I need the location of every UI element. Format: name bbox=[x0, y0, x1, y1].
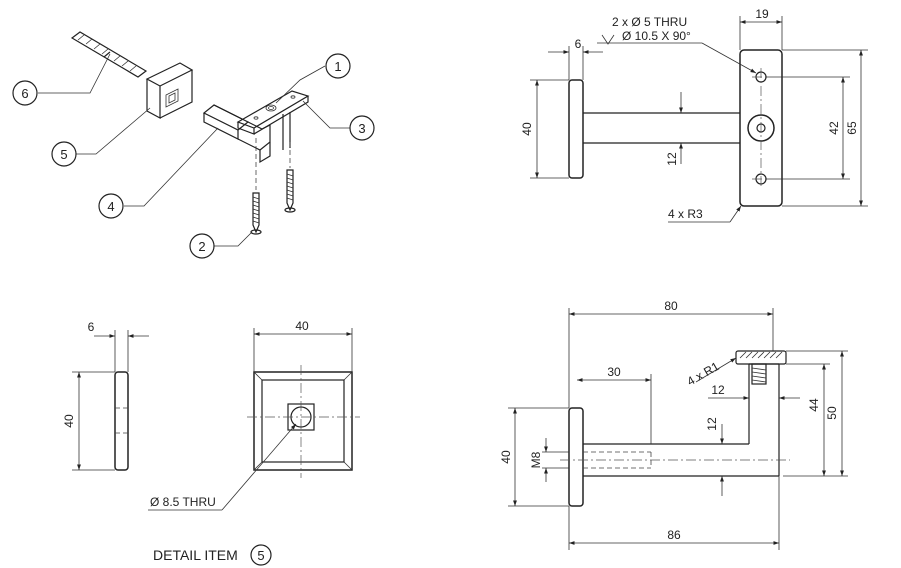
hole-note-line1: 2 x Ø 5 THRU bbox=[612, 15, 687, 29]
dim-40-side: 40 bbox=[499, 450, 513, 464]
radius-note-r3: 4 x R3 bbox=[668, 207, 703, 221]
balloon-1: 1 bbox=[325, 53, 351, 79]
dim-m8: M8 bbox=[529, 451, 543, 468]
bracket-arm-part bbox=[202, 104, 271, 164]
balloon-2: 2 bbox=[189, 233, 215, 259]
dim-19: 19 bbox=[755, 7, 769, 21]
dim-6-top: 6 bbox=[575, 37, 582, 51]
balloon-2-label: 2 bbox=[198, 239, 205, 254]
balloon-5-label: 5 bbox=[60, 147, 67, 162]
square-plate-part bbox=[145, 62, 194, 120]
dim-12-vertical: 12 bbox=[705, 417, 719, 431]
detail-hole-note: Ø 8.5 THRU bbox=[150, 495, 216, 509]
dim-80: 80 bbox=[664, 299, 678, 313]
balloon-4-label: 4 bbox=[107, 199, 114, 214]
detail-title-text: DETAIL ITEM bbox=[153, 547, 238, 563]
top-view-plate bbox=[739, 49, 783, 207]
wood-screws-part bbox=[250, 138, 296, 235]
balloon-4: 4 bbox=[98, 193, 124, 219]
exploded-isometric-view bbox=[38, 31, 350, 247]
balloon-5: 5 bbox=[51, 141, 77, 167]
dim-30: 30 bbox=[607, 365, 621, 379]
dim-65: 65 bbox=[845, 121, 859, 135]
dim-86: 86 bbox=[667, 528, 681, 542]
balloon-3-label: 3 bbox=[358, 121, 365, 136]
dim-40-detail-v: 40 bbox=[62, 414, 76, 428]
top-plate-part bbox=[236, 90, 310, 150]
detail-front-view: 40 Ø 8.5 THRU bbox=[148, 319, 360, 511]
dim-40-detail-h: 40 bbox=[295, 319, 309, 333]
dim-12-rod: 12 bbox=[665, 152, 679, 166]
balloon-3: 3 bbox=[349, 115, 375, 141]
dim-12-horizontal: 12 bbox=[711, 383, 725, 397]
hanger-bolt-part bbox=[70, 31, 148, 78]
balloon-6-label: 6 bbox=[21, 86, 28, 101]
detail-side-view: 6 40 bbox=[62, 320, 149, 471]
dim-42: 42 bbox=[827, 121, 841, 135]
dim-6-detail: 6 bbox=[88, 320, 95, 334]
hole-note-line2: Ø 10.5 X 90° bbox=[622, 29, 691, 43]
balloon-1-label: 1 bbox=[334, 59, 341, 74]
detail-title: DETAIL ITEM 5 bbox=[153, 544, 272, 566]
balloon-6: 6 bbox=[12, 80, 38, 106]
detail-title-item: 5 bbox=[257, 548, 264, 563]
dim-50: 50 bbox=[825, 406, 839, 420]
dim-40-top: 40 bbox=[520, 122, 534, 136]
dim-44: 44 bbox=[807, 398, 821, 412]
top-view: 19 6 40 12 42 65 2 x Ø 5 THRU Ø 10.5 X 9… bbox=[520, 7, 868, 223]
top-view-flange bbox=[568, 79, 584, 179]
side-view: 80 30 4 x R1 12 12 44 50 40 M8 bbox=[499, 299, 848, 550]
